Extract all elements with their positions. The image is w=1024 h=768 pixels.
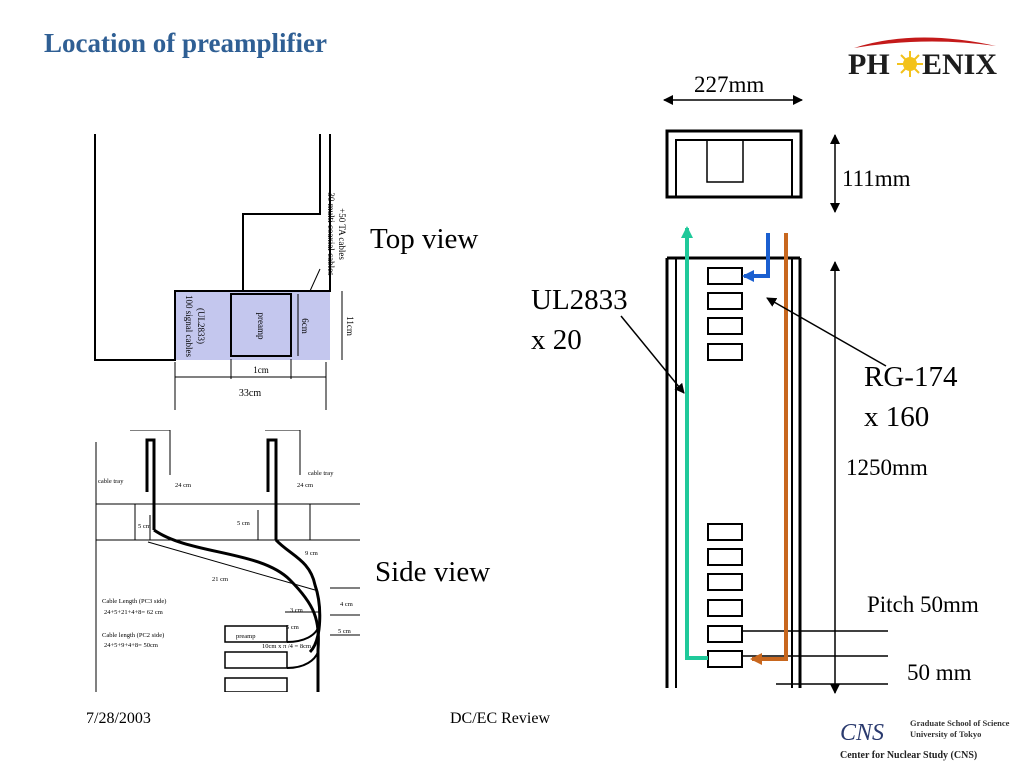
footer-date: 7/28/2003: [86, 710, 151, 727]
top-label-6cm: 6cm: [300, 318, 310, 334]
ul2833-count-label: x 20: [531, 324, 582, 356]
cross-section-box: [665, 129, 803, 199]
side-preamp-box-1: [224, 625, 288, 643]
ul2833-cable: [681, 226, 708, 660]
cns-line-2: University of Tokyo: [910, 729, 981, 739]
side-label-preamp: preamp: [236, 633, 256, 640]
side-label-5cm-c: 5 cm: [286, 624, 299, 631]
side-label-pc2-value: 24+5+9+4+8= 50cm: [104, 642, 158, 649]
side-label-pc2-title: Cable length (PC2 side): [102, 632, 164, 639]
ul2833-label: UL2833: [531, 284, 628, 316]
rg174-pointer: [766, 297, 887, 367]
top-label-ta: +50 TA cables: [337, 208, 347, 260]
cross-section-inner: [675, 139, 793, 197]
side-label-cable-tray-left: cable tray: [98, 478, 124, 485]
dim-width-label: 227mm: [694, 72, 765, 97]
top-label-ul2833: (UL2833): [196, 308, 206, 344]
preamp-area-highlight: [175, 291, 330, 360]
rg174-label: RG-174: [864, 361, 958, 393]
cns-line-3: Center for Nuclear Study (CNS): [840, 750, 977, 761]
side-label-24cm-a: 24 cm: [175, 482, 191, 489]
phenix-logo: PH ENIX: [848, 37, 997, 78]
top-label-signal-cables: 100 signal cables: [184, 295, 194, 357]
top-label-33cm: 33cm: [239, 388, 261, 399]
side-label-5cm-a: 5 cm: [138, 523, 151, 530]
preamp-boxes-bottom: [707, 523, 743, 668]
side-label-4cm: 4 cm: [340, 601, 353, 608]
top-view-drawing: 100 signal cables (UL2833) preamp 6cm 11…: [94, 134, 355, 410]
rg174-count-label: x 160: [864, 401, 930, 433]
logo-text-right: ENIX: [922, 48, 997, 78]
side-label-pc3-title: Cable Length (PC3 side): [102, 598, 166, 605]
fifty-mm-label: 50 mm: [907, 660, 972, 685]
cns-line-1: Graduate School of Science: [910, 718, 1010, 728]
side-label-pc3-value: 24+5+21+4+8= 62 cm: [104, 609, 163, 616]
side-label-5cm-b: 5 cm: [237, 520, 250, 527]
logo-swoosh: [854, 37, 996, 48]
side-preamp-box-3: [224, 677, 288, 692]
cns-mark: CNS: [840, 720, 884, 746]
side-label-24cm-b: 24 cm: [297, 482, 313, 489]
pitch-label: Pitch 50mm: [867, 592, 979, 617]
dim-length-label: 1250mm: [846, 455, 928, 480]
preamp-boxes-top: [707, 267, 743, 361]
side-label-arc-length: 10cm x π /4 = 8cm: [262, 643, 311, 650]
rg174-blue-cable: [742, 233, 770, 282]
rg174-orange-cable: [750, 233, 788, 665]
ul2833-pointer: [620, 315, 685, 394]
logo-text-left: PH: [848, 48, 890, 78]
side-label-21cm: 21 cm: [212, 576, 228, 583]
side-label-5cm-d: 5 cm: [338, 628, 351, 635]
top-label-1cm: 1cm: [253, 365, 269, 375]
side-label-3cm-a: 3 cm: [290, 607, 303, 614]
side-view-label: Side view: [375, 556, 491, 588]
logo-sun-icon: [897, 51, 923, 77]
top-label-preamp: preamp: [256, 313, 266, 340]
top-view-label: Top view: [370, 223, 479, 255]
top-label-11cm: 11cm: [345, 316, 355, 336]
chamber-frame: [665, 256, 802, 688]
side-label-9cm: 9 cm: [305, 550, 318, 557]
footer-title: DC/EC Review: [450, 710, 550, 727]
page-title: Location of preamplifier: [44, 28, 327, 58]
cross-section-preamp: [706, 139, 744, 183]
cns-logo: CNS Graduate School of Science Universit…: [840, 718, 1010, 761]
side-label-cable-tray-right: cable tray: [308, 470, 334, 477]
top-label-coax: 30 multi coaxial cables: [326, 192, 336, 276]
side-view-drawing: cable tray cable tray 24 cm 24 cm 5 cm 5…: [95, 430, 360, 692]
side-preamp-box-2: [224, 651, 288, 669]
dim-depth-label: 111mm: [842, 166, 911, 191]
